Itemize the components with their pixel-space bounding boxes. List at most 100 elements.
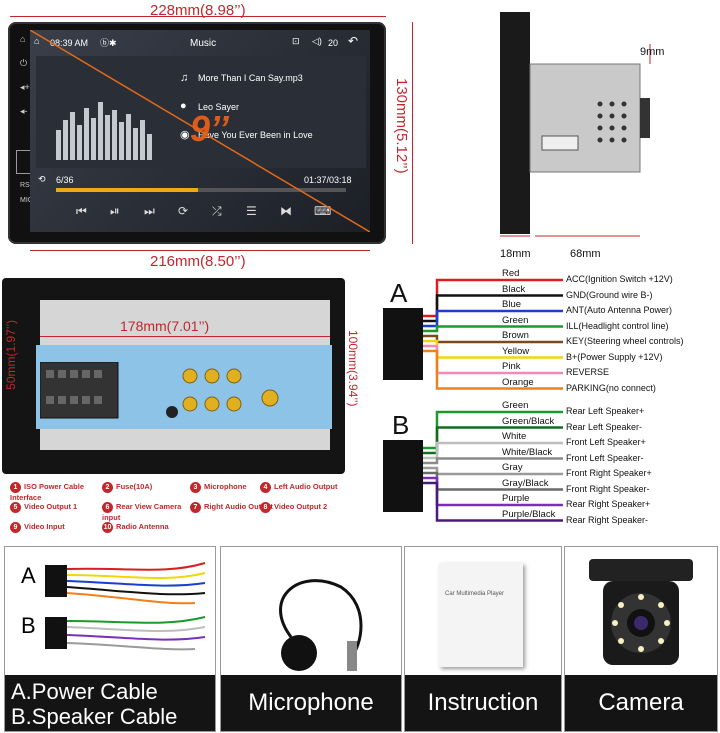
caption-speaker-cable: B.Speaker Cable — [11, 704, 178, 729]
clock-mode-icon[interactable]: ⊡ — [292, 36, 300, 46]
wire-function-label: Front Right Speaker+ — [566, 468, 652, 478]
harness-b-connector — [383, 440, 423, 512]
wire-color-label: Black — [502, 283, 526, 295]
wire-function-label: REVERSE — [566, 367, 610, 377]
wire-color-label: Purple — [502, 493, 530, 504]
wire-line — [423, 294, 563, 323]
depth-plate-label: 9mm — [640, 46, 665, 58]
wire-color-label: Green — [502, 400, 529, 411]
wire-color-label: Orange — [502, 376, 534, 388]
loop-button[interactable]: ⟳ — [178, 204, 189, 218]
harness-a-letter: A — [390, 278, 408, 308]
wire-line — [423, 457, 563, 465]
caption-camera: Camera — [565, 675, 717, 731]
accessory-cables: A B A.Power Cable B.Speaker Cable — [4, 546, 216, 732]
width-top-line — [10, 16, 386, 17]
next-button[interactable]: ⏭ — [144, 204, 155, 218]
wire-function-label: Front Right Speaker- — [566, 483, 650, 494]
caption-instruction: Instruction — [405, 675, 561, 731]
wire-function-label: ACC(Ignition Switch +12V) — [566, 274, 673, 284]
rear-width-label: 178mm(7.01’’) — [120, 318, 210, 334]
album-icon: ◉ — [180, 129, 190, 141]
album-name: Have You Ever Been in Love — [198, 130, 313, 140]
bluetooth-icon: ⓑ✱ — [100, 38, 117, 48]
rear-height-right-label: 100mm(3.94’’) — [346, 330, 360, 407]
width-bottom-line — [30, 250, 370, 251]
wire-line — [423, 481, 563, 522]
wire-function-label: B+(Power Supply +12V) — [566, 351, 663, 362]
music-note-icon: ♫ — [180, 72, 189, 84]
home-icon[interactable]: ⌂ — [34, 36, 40, 46]
harness-a-connector — [383, 308, 423, 380]
equalizer-icon — [56, 102, 152, 160]
wire-color-label: Red — [502, 268, 520, 279]
width-top-label: 228mm(8.98’’) — [150, 2, 246, 19]
microphone-image — [279, 579, 363, 671]
volume-down-side-icon: ◂- — [20, 106, 28, 116]
track-name: More Than I Can Say.mp3 — [198, 73, 303, 83]
progress-track[interactable] — [56, 188, 346, 192]
artist-icon: ● — [180, 100, 187, 112]
clock: 08:39 AM — [50, 38, 89, 48]
cable-letter-a: A — [21, 563, 36, 588]
diagonal-line — [30, 30, 370, 232]
wire-function-label: Front Left Speaker+ — [566, 437, 646, 447]
manual-image: Car Multimedia Player — [439, 563, 523, 667]
screen-title: Music — [190, 38, 217, 49]
wire-color-label: Purple/Black — [502, 508, 556, 520]
wire-color-label: Green — [502, 314, 529, 326]
prev-button[interactable]: ⏮ — [76, 204, 87, 218]
wire-color-label: Gray/Black — [502, 477, 549, 489]
wire-color-label: Gray — [502, 462, 523, 473]
accessory-camera: Camera — [564, 546, 718, 732]
wire-function-label: Rear Left Speaker- — [566, 421, 643, 432]
wire-line — [423, 349, 563, 390]
wire-color-label: Brown — [502, 330, 529, 341]
rear-width-line — [40, 336, 330, 337]
side-view — [500, 12, 651, 237]
width-bottom-label: 216mm(8.50’’) — [150, 253, 246, 270]
depth-front-label: 18mm — [500, 248, 531, 260]
accessory-instruction: Car Multimedia Player Instruction — [404, 546, 562, 732]
wire-line — [423, 466, 563, 476]
keyboard-button[interactable]: ⌨ — [314, 204, 332, 218]
equalizer-button[interactable]: ⧓ — [280, 204, 292, 218]
caption-power-cable: A.Power Cable — [11, 679, 158, 704]
shuffle-button[interactable]: ⤮ — [212, 204, 222, 218]
wire-function-label: KEY(Steering wheel controls) — [566, 336, 684, 346]
rear-connectors — [40, 362, 279, 419]
wire-line — [423, 325, 563, 333]
repeat-icon: ⟲ — [38, 174, 46, 184]
wire-function-label: PARKING(no connect) — [566, 382, 656, 393]
playlist-button[interactable]: ☰ — [246, 204, 257, 218]
wire-line — [423, 334, 563, 344]
volume-icon[interactable]: ◁) — [312, 36, 322, 46]
power-side-icon: ⏻ — [20, 58, 28, 68]
play-pause-button[interactable]: ⏯ — [110, 204, 120, 218]
volume-level: 20 — [328, 38, 339, 48]
wire-line — [423, 441, 563, 460]
wire-function-label: Rear Right Speaker+ — [566, 499, 651, 509]
height-right-line — [412, 22, 413, 244]
wire-line — [423, 309, 563, 328]
back-icon[interactable]: ↶ — [348, 34, 359, 48]
wire-function-label: ILL(Headlight control line) — [566, 320, 669, 331]
height-right-label: 130mm(5.12’’) — [393, 78, 410, 174]
harness-b-letter: B — [392, 410, 410, 440]
manual-title: Car Multimedia Player — [445, 591, 505, 597]
wire-function-label: GND(Ground wire B-) — [566, 289, 653, 300]
wire-color-label: Green/Black — [502, 415, 555, 427]
wire-function-label: Front Left Speaker- — [566, 452, 644, 463]
harness-a-wires — [423, 278, 563, 390]
cable-letter-b: B — [21, 613, 36, 638]
depth-body-label: 68mm — [570, 248, 601, 260]
wire-function-label: ANT(Auto Antenna Power) — [566, 305, 673, 315]
